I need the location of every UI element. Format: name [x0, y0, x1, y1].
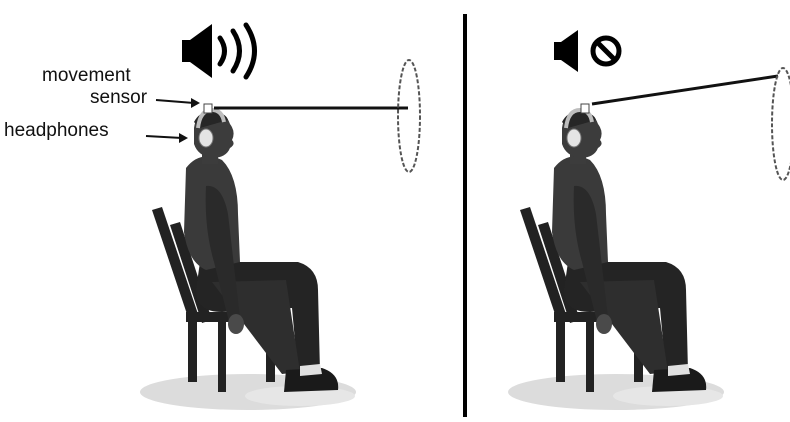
- headphones-arrow: [146, 133, 188, 143]
- target-ring-left: [398, 60, 420, 172]
- panel-divider: [463, 14, 467, 417]
- seated-person-right: [508, 110, 724, 410]
- beam-line-right: [592, 76, 778, 104]
- movement-sensor-left: [204, 104, 212, 113]
- movement-sensor-right: [581, 104, 589, 113]
- speaker-sound-waves-icon: [182, 24, 255, 78]
- seated-person-left: [140, 110, 356, 410]
- speaker-muted-icon: [554, 30, 619, 72]
- sensor-arrow: [156, 98, 200, 108]
- movement-label: movement: [42, 66, 131, 86]
- headphones-label: headphones: [4, 121, 109, 141]
- target-ring-right: [772, 68, 790, 180]
- sensor-label: sensor: [90, 88, 147, 108]
